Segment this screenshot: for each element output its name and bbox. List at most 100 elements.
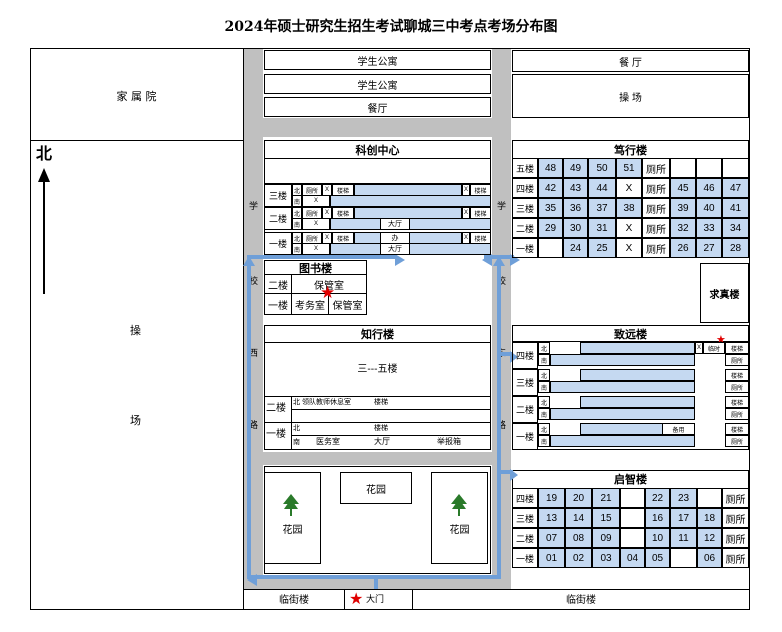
zhiyuan-toilet: 厕所 (725, 435, 749, 447)
arrow-up-icon (493, 251, 505, 270)
duxing-floor-label: 四楼 (512, 178, 538, 198)
exam-room: 03 (592, 548, 620, 568)
zhiyuan-north: 北 (538, 342, 550, 354)
exam-room: 33 (696, 218, 722, 238)
library-title: 图书楼 (299, 262, 332, 275)
zhixing-upper: 三---五楼 (357, 364, 398, 375)
zhiyuan-toilet: 厕所 (725, 354, 749, 366)
qizhi-cell (697, 488, 722, 508)
exam-room: 14 (565, 508, 592, 528)
street-building-right: 临街楼 (566, 595, 596, 606)
qizhi-cell: 厕所 (722, 488, 749, 508)
arrow-up-icon (243, 251, 255, 270)
exam-room: 32 (670, 218, 696, 238)
exam-room: 44 (588, 178, 616, 198)
north-arrow-icon (38, 168, 50, 294)
exam-room: 12 (697, 528, 722, 548)
qizhi-floor-label: 三楼 (512, 508, 538, 528)
garden-left-label: 花园 (282, 525, 303, 536)
zhiyuan-stairs: 楼梯 (725, 342, 749, 354)
exam-room: 26 (670, 238, 696, 258)
kechuang-hall: 大厅 (380, 218, 410, 230)
page-title: 2024年硕士研究生招生考试聊城三中考点考场分布图 (224, 19, 558, 35)
exam-room: 17 (670, 508, 697, 528)
zhiyuan-floor-label: 三楼 (512, 369, 538, 396)
kechuang-office: 办 (380, 232, 410, 244)
arrow-right-icon (395, 251, 405, 270)
zhiyuan-toilet: 厕所 (725, 381, 749, 393)
zhiyuan-room-strip (550, 354, 695, 366)
qizhi-cell: 厕所 (722, 528, 749, 548)
kechuang-room-strip (330, 195, 491, 207)
zhiyuan-stairs: 楼梯 (725, 423, 749, 435)
duxing-cell: X (616, 218, 642, 238)
exam-room: 43 (563, 178, 588, 198)
qizhi-cell (620, 528, 645, 548)
tree-icon (283, 494, 299, 520)
library-f2: 二楼 (268, 280, 288, 292)
duxing-cell: 厕所 (642, 178, 670, 198)
duxing-cell (670, 158, 696, 178)
qizhi-cell: 厕所 (722, 548, 749, 568)
exam-room: 29 (538, 218, 563, 238)
duxing-cell: X (616, 238, 642, 258)
library-exam-office: 考务室 (295, 300, 325, 312)
library-storage: 保管室 (314, 280, 344, 292)
playground-label-2: 场 (130, 414, 141, 427)
exam-room: 28 (722, 238, 749, 258)
zhiyuan-monitor: 临时 (703, 342, 725, 354)
zhiyuan-north: 北 (538, 423, 550, 435)
zhixing-f2: 二楼 (266, 403, 286, 414)
duxing-cell: 厕所 (642, 198, 670, 218)
arrow-right-icon (510, 466, 518, 485)
duxing-floor-label: 五楼 (512, 158, 538, 178)
zhiyuan-stairs: 楼梯 (725, 369, 749, 381)
zhiyuan-floor-label: 四楼 (512, 342, 538, 369)
zhixing-lounge: 领队教师休息室 (302, 398, 351, 406)
exam-room: 07 (538, 528, 565, 548)
exam-room: 23 (670, 488, 697, 508)
road-label-xiao: 校 (249, 277, 259, 287)
qizhi-cell (620, 508, 645, 528)
exam-room: 10 (645, 528, 670, 548)
zhiyuan-room-strip (580, 369, 695, 381)
road-label-lu: 路 (249, 421, 259, 431)
zhixing-s: 南 (293, 438, 300, 446)
kechuang-title: 科创中心 (355, 144, 400, 157)
duxing-floor-label: 一楼 (512, 238, 538, 258)
zhiyuan-room-strip (580, 396, 695, 408)
qizhi-title: 启智楼 (614, 473, 647, 486)
garden-right-label: 花园 (449, 525, 470, 536)
zhiyuan-north: 北 (538, 396, 550, 408)
kechuang-room-strip (330, 218, 491, 230)
road-label-xi: 西 (249, 349, 259, 359)
road-label-lu-2: 路 (497, 421, 507, 431)
exam-room: 25 (588, 238, 616, 258)
map-frame (30, 48, 750, 610)
qizhi-floor-label: 四楼 (512, 488, 538, 508)
kechuang-room-strip (330, 243, 491, 255)
exam-room: 15 (592, 508, 620, 528)
zhixing-stairs-2: 楼梯 (374, 424, 388, 432)
road-label-xue: 学 (249, 202, 259, 212)
kechuang-south: 南 (292, 218, 302, 230)
library-storage-2: 保管室 (332, 300, 363, 312)
zhiyuan-floor-label: 一楼 (512, 423, 538, 450)
zhiyuan-room-strip (550, 408, 695, 420)
tree-icon (451, 494, 467, 520)
exam-room: 39 (670, 198, 696, 218)
arrow-left-icon (482, 251, 492, 270)
zhiyuan-south: 南 (538, 381, 550, 393)
kechuang-hall: 大厅 (380, 243, 410, 255)
qiuzhen-building: 求真楼 (700, 263, 749, 323)
duxing-cell: 厕所 (642, 238, 670, 258)
exam-room: 31 (588, 218, 616, 238)
zhixing-n-2: 北 (293, 424, 300, 432)
gate-label: 大门 (366, 595, 385, 605)
zhixing-report: 举报箱 (437, 437, 461, 446)
zhiyuan-room-strip (550, 381, 695, 393)
exam-room: 16 (645, 508, 670, 528)
exam-room: 27 (696, 238, 722, 258)
kechuang-x: X (302, 218, 330, 230)
zhixing-title: 知行楼 (361, 328, 394, 341)
